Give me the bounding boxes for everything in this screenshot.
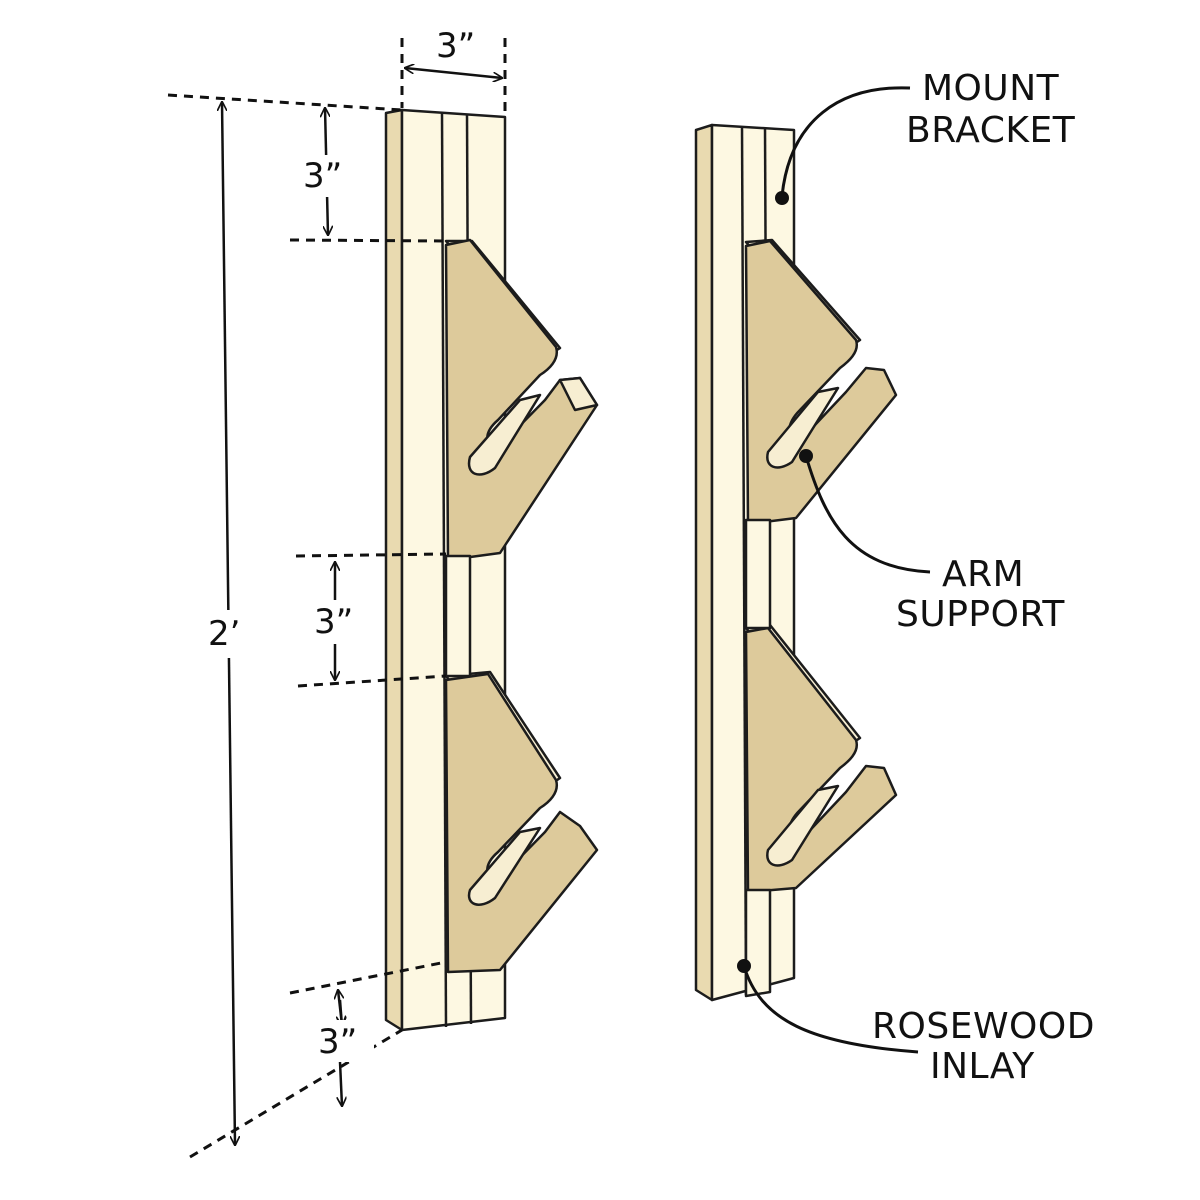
right-rack	[694, 123, 898, 1002]
width-dimension-label: 3”	[436, 26, 475, 66]
callout-arm-support: ARM SUPPORT	[799, 449, 1065, 635]
total-height-label: 2’	[208, 614, 240, 654]
right-inlay-line-1	[740, 126, 748, 996]
left-arm-support-1	[444, 238, 599, 562]
arm-support-label-line1: ARM	[942, 554, 1024, 595]
left-arm-support-2	[444, 670, 599, 974]
mount-bracket-label-line1: MOUNT	[922, 68, 1060, 109]
bottom-offset-label: 3”	[318, 1022, 357, 1062]
right-gap-strip	[744, 518, 772, 630]
callout-rosewood-inlay: ROSEWOOD INLAY	[737, 959, 1095, 1087]
left-gap-strip	[444, 554, 472, 678]
dimension-lines: 3” 2’ 3” 3” 3”	[167, 26, 507, 1159]
left-rack	[384, 108, 599, 1032]
callout-mount-bracket: MOUNT BRACKET	[775, 68, 1076, 205]
arm-support-label-line2: SUPPORT	[896, 594, 1065, 635]
right-arm-support-2	[744, 623, 898, 894]
right-arm-support-1	[744, 238, 898, 526]
rosewood-inlay-label-line1: ROSEWOOD	[872, 1006, 1095, 1047]
rosewood-inlay-label-line2: INLAY	[930, 1046, 1035, 1087]
left-inlay-line-1	[440, 112, 448, 1028]
left-rack-side	[384, 108, 404, 1032]
right-rack-side	[694, 123, 714, 1002]
mount-bracket-label-line2: BRACKET	[906, 110, 1076, 151]
top-offset-label: 3”	[303, 156, 342, 196]
arm-gap-label: 3”	[314, 602, 353, 642]
